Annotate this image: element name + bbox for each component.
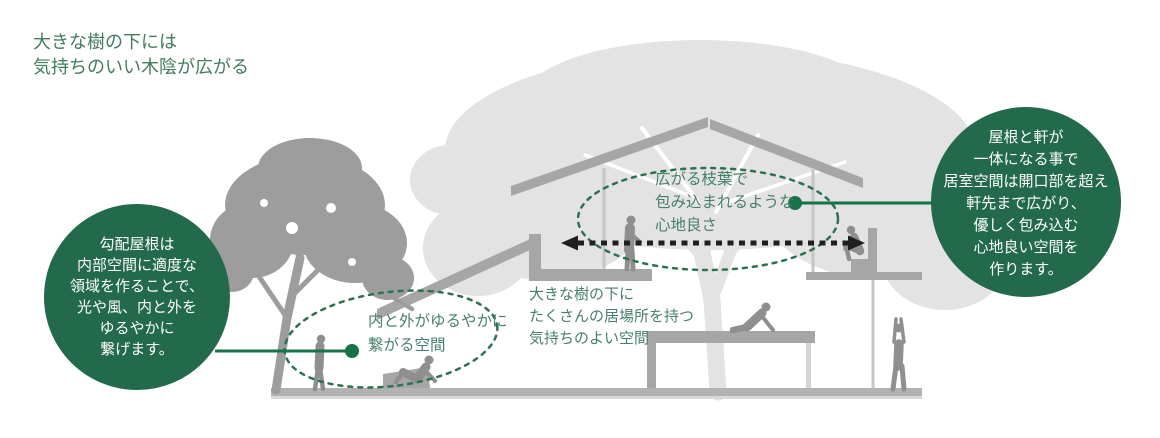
lower-roof-slope xyxy=(377,234,541,320)
canopy-zone-ellipse xyxy=(576,166,840,272)
label-line: たくさんの居場所を持つ xyxy=(529,308,695,325)
person-reclining-platform xyxy=(729,302,775,334)
connector-left xyxy=(215,344,359,358)
zone-marker-dot-icon xyxy=(345,344,359,358)
right-wall xyxy=(868,228,877,272)
callout-line: 勾配屋根は xyxy=(99,236,175,253)
title-line: 気持ちのいい木陰が広がる xyxy=(33,57,249,77)
canopy-blob xyxy=(423,200,533,296)
span-arrow xyxy=(561,235,865,251)
canopy-blob xyxy=(258,138,362,198)
callout-line: 居室空間は開口部を超え xyxy=(943,173,1109,190)
canopy-blob xyxy=(410,145,490,215)
label-line: 気持ちのよい空間 xyxy=(529,330,650,347)
mid-platform-leg xyxy=(806,343,811,388)
arrow-head-right-icon xyxy=(848,235,865,251)
label-line: 内と外がゆるやかに xyxy=(368,313,508,330)
callout-line: 光や風、内と外を xyxy=(76,299,197,316)
title-line: 大きな樹の下には xyxy=(33,32,177,52)
person-sitting-ground xyxy=(393,355,437,385)
gable-roof-right xyxy=(710,119,863,188)
left-floor xyxy=(529,269,652,281)
callout-line: 屋根と軒が xyxy=(988,129,1064,146)
callout-line: 優しく包み込む xyxy=(973,217,1079,234)
ground-edge xyxy=(271,396,922,399)
label-line: 大きな樹の下に xyxy=(529,286,635,303)
canopy-blob xyxy=(525,40,875,156)
label-line: 繋がる空間 xyxy=(368,337,446,354)
inside-outside-zone-label: 内と外がゆるやかに 繋がる空間 xyxy=(368,310,508,358)
column xyxy=(811,168,815,272)
gable-roof-left xyxy=(511,117,708,196)
mid-platform-top xyxy=(647,331,815,343)
house-section xyxy=(271,117,922,399)
arrow-head-left-icon xyxy=(561,235,578,251)
callout-line: 一体になる事で xyxy=(973,151,1079,168)
mid-platform-leg xyxy=(647,343,656,389)
label-line: 包み込まれるような xyxy=(655,194,795,211)
callout-line: 内部空間に適度な xyxy=(76,257,197,274)
step-wall xyxy=(529,234,541,270)
callout-line: 作ります。 xyxy=(989,261,1063,278)
callout-line: 軒先まで広がり、 xyxy=(966,195,1086,212)
near-tree-trunk xyxy=(253,209,415,395)
zone-marker-dot-icon xyxy=(788,196,802,210)
callout-line: 繋げます。 xyxy=(100,341,174,358)
column xyxy=(602,168,606,269)
label-line: 広がる枝葉で xyxy=(655,171,749,188)
callout-line: 心地良い空間を xyxy=(973,239,1079,256)
people xyxy=(312,215,907,392)
right-platform xyxy=(806,272,922,280)
callout-line: ゆるやかに xyxy=(99,320,175,337)
canopy-zone-label: 広がる枝葉で 包み込まれるような 心地良さ xyxy=(655,168,795,237)
ground xyxy=(271,388,922,396)
page-title: 大きな樹の下には 気持ちのいい木陰が広がる xyxy=(33,30,249,80)
foliage-gaps xyxy=(260,199,356,266)
column xyxy=(871,280,875,388)
under-tree-label: 大きな樹の下に たくさんの居場所を持つ 気持ちのよい空間 xyxy=(529,284,694,350)
person-stretching xyxy=(890,317,907,392)
bench xyxy=(851,259,869,272)
callout-line: 領域を作ることで、 xyxy=(70,278,204,295)
label-line: 心地良さ xyxy=(655,217,718,234)
connector-right xyxy=(788,196,932,210)
left-callout-bubble: 勾配屋根は 内部空間に適度な 領域を作ることで、 光や風、内と外を ゆるやかに … xyxy=(44,204,230,390)
right-callout-bubble: 屋根と軒が 一体になる事で 居室空間は開口部を超え 軒先まで広がり、 優しく包み… xyxy=(931,107,1121,297)
near-tree xyxy=(210,138,415,395)
